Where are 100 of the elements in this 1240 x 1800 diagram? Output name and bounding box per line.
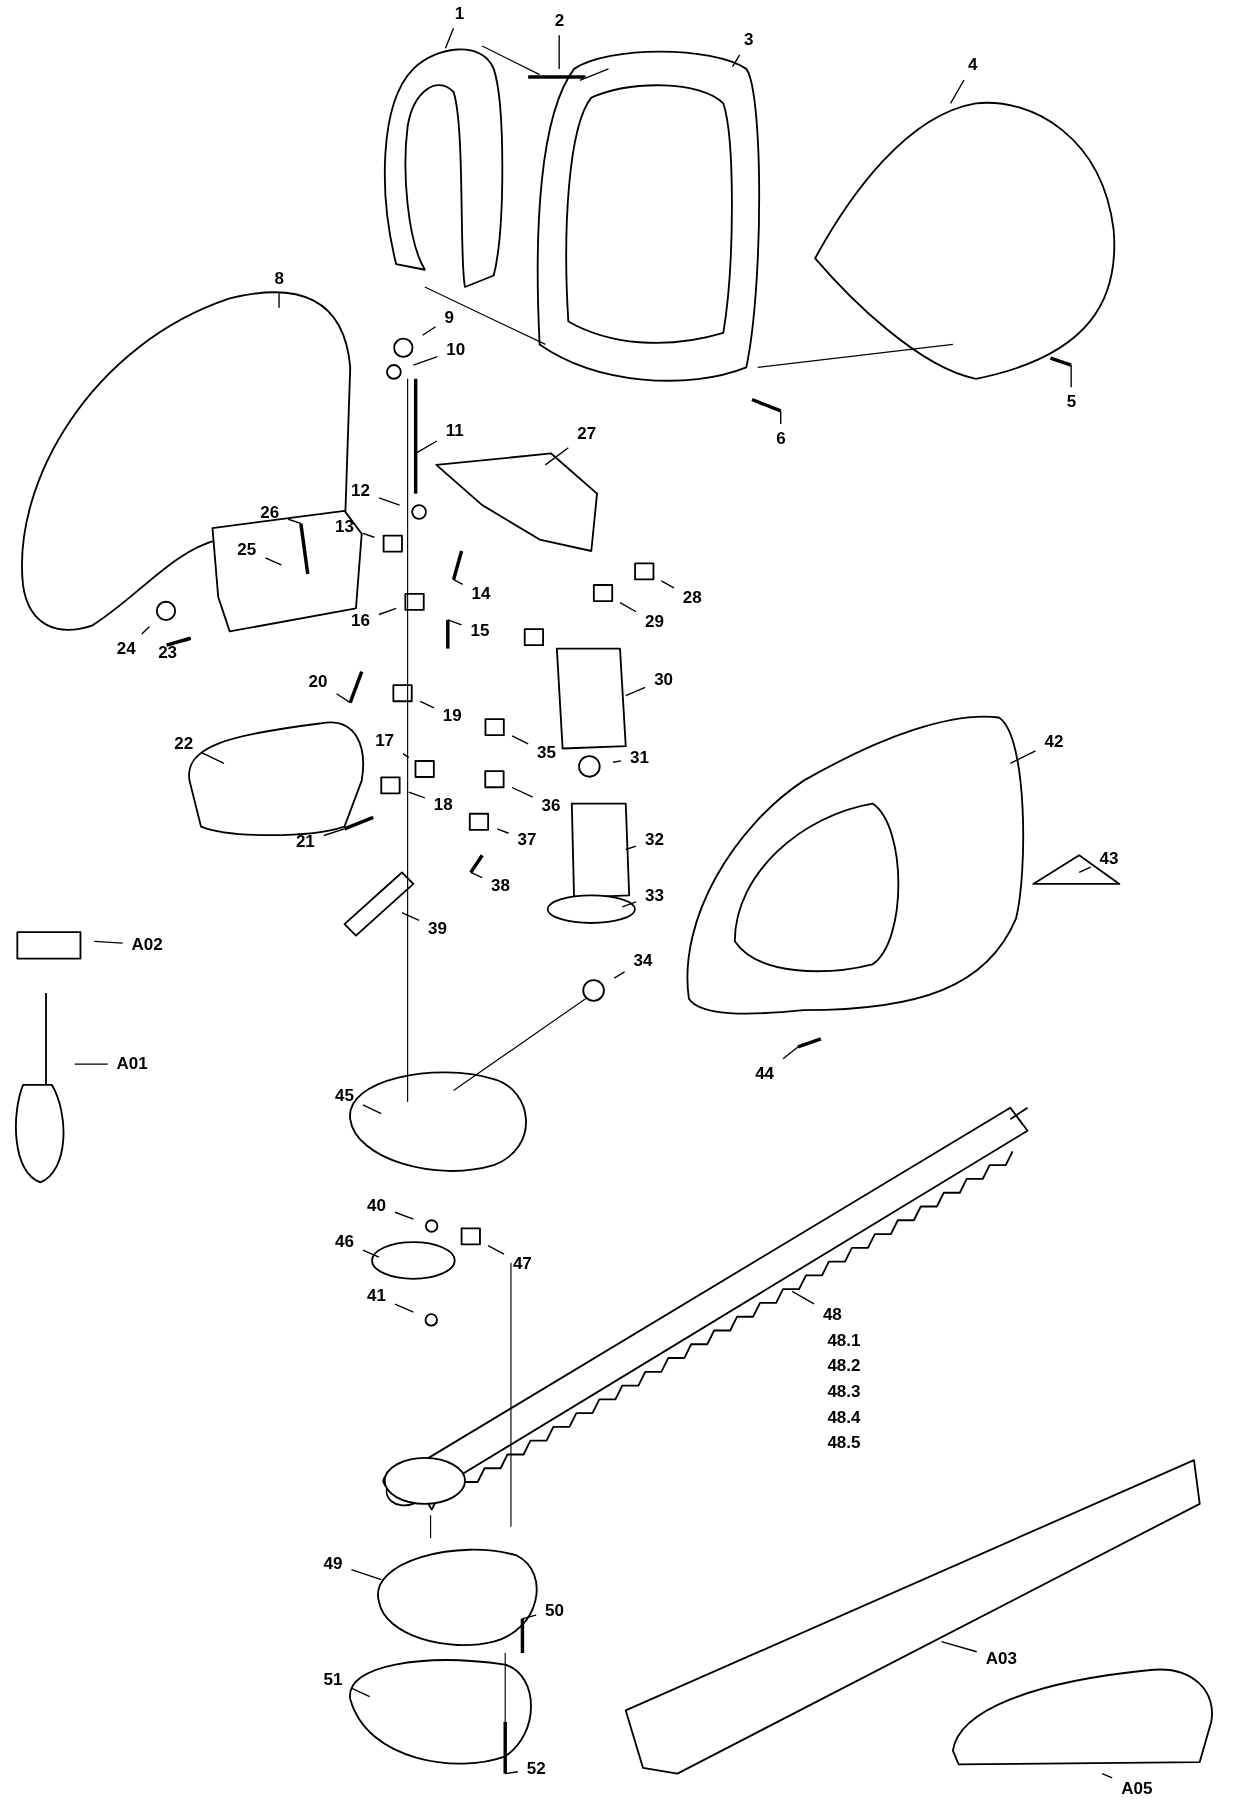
callout-number: 36: [539, 796, 563, 816]
callout-number: 52: [524, 1759, 548, 1780]
leader-line: [414, 440, 438, 455]
leader-line: [350, 1687, 371, 1698]
callout-number: 13: [332, 517, 356, 537]
callout-number: 50: [543, 1600, 566, 1621]
callout-number: 4: [965, 55, 980, 76]
callout-number: 25: [235, 539, 259, 560]
leader-line: [1009, 750, 1037, 765]
callout-number: 29: [642, 612, 666, 633]
leader-line: [613, 971, 626, 979]
leader-line: [612, 760, 622, 763]
callout-number: 48.5: [826, 1433, 862, 1454]
callout-number: 48.2: [826, 1356, 862, 1377]
leader-line: [521, 1614, 537, 1620]
leader-line: [1078, 866, 1092, 874]
leader-line: [141, 626, 151, 635]
callout-number: 46: [332, 1232, 356, 1253]
callout-number: 18: [431, 794, 455, 815]
leader-line: [444, 27, 455, 49]
leader-line: [447, 619, 463, 626]
callout-number: A02: [129, 934, 165, 955]
callout-number: 39: [425, 918, 449, 939]
leader-line: [1070, 364, 1072, 388]
leader-line: [949, 79, 965, 104]
callout-number: 43: [1097, 848, 1121, 869]
leader-line: [782, 1046, 799, 1060]
callout-number: 20: [306, 672, 330, 692]
callout-number: 49: [321, 1553, 345, 1574]
callout-number: 48.3: [826, 1381, 862, 1402]
leader-line: [378, 497, 401, 506]
leader-line: [402, 752, 410, 759]
leader-line: [419, 700, 435, 709]
leader-line: [408, 791, 426, 799]
callout-number: 33: [642, 885, 666, 906]
leader-line: [350, 1568, 382, 1581]
callout-number: 26: [258, 503, 282, 524]
leader-line: [394, 1303, 415, 1313]
callout-number: 6: [774, 428, 788, 449]
leader-line: [504, 1771, 519, 1775]
callout-number: 41: [365, 1286, 388, 1307]
callout-number: 42: [1042, 731, 1066, 752]
leader-line: [470, 871, 483, 879]
leader-line: [74, 1063, 109, 1065]
callout-number: 32: [642, 830, 666, 851]
callout-number: 14: [469, 583, 493, 604]
leader-line: [619, 602, 637, 613]
callout-number: 38: [489, 876, 512, 897]
leader-line: [487, 1244, 505, 1255]
leader-line: [394, 1211, 415, 1220]
leader-line: [496, 828, 510, 834]
leader-line: [335, 693, 351, 704]
callout-number: 21: [293, 831, 317, 852]
callout-number: 5: [1064, 391, 1079, 412]
leader-line: [278, 292, 280, 309]
callout-number: 28: [680, 588, 704, 609]
callout-number: 31: [628, 747, 651, 768]
callout-number: A01: [114, 1054, 150, 1075]
callout-number: 9: [442, 308, 456, 329]
callout-number: 1: [452, 3, 467, 24]
leader-line: [625, 845, 637, 851]
callout-number: 10: [444, 340, 468, 361]
callout-number: 45: [332, 1086, 356, 1107]
callout-number: 8: [272, 269, 286, 289]
leader-line: [362, 1104, 382, 1115]
leader-line: [544, 447, 569, 466]
callout-number: 17: [373, 730, 397, 751]
callout-number: 48.1: [826, 1331, 862, 1352]
leader-line: [93, 940, 124, 944]
leader-line: [511, 786, 534, 798]
callout-number: 48.4: [826, 1407, 862, 1428]
leader-line: [421, 326, 437, 336]
callout-number: 27: [575, 424, 599, 444]
callout-number: 51: [321, 1669, 345, 1690]
leader-line: [412, 355, 439, 366]
callout-number: 44: [753, 1063, 777, 1084]
leader-line: [625, 686, 646, 697]
callout-number: 11: [443, 420, 466, 441]
leader-line: [362, 532, 376, 538]
leader-line: [660, 580, 675, 589]
callout-number: A05: [1119, 1778, 1155, 1799]
leader-line: [401, 911, 420, 922]
leader-line: [1101, 1772, 1113, 1779]
leader-line: [362, 1249, 380, 1258]
leader-line: [940, 1640, 978, 1653]
callout-number: 47: [510, 1254, 534, 1275]
callout-number: 40: [365, 1195, 388, 1216]
callout-number: 2: [552, 10, 567, 31]
leader-line: [287, 518, 302, 525]
leader-line: [621, 901, 637, 908]
callout-number: 16: [349, 611, 372, 632]
leader-line: [264, 557, 283, 566]
leader-line: [452, 579, 464, 585]
leader-line: [185, 637, 192, 642]
callout-number: 24: [114, 638, 138, 659]
leader-line: [323, 828, 346, 837]
leader-line: [791, 1290, 815, 1305]
leader-line: [731, 54, 741, 68]
callout-number: 12: [349, 481, 372, 502]
leader-line: [511, 735, 529, 745]
